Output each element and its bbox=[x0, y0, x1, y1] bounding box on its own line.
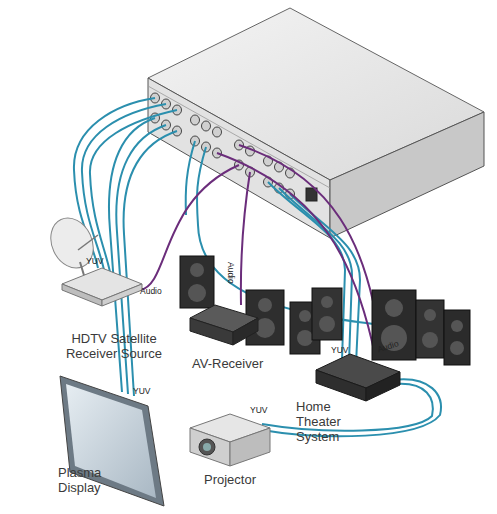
bnc-connectors bbox=[151, 93, 318, 201]
node-text: AV-Receiver bbox=[192, 356, 282, 371]
av-receiver bbox=[180, 256, 284, 345]
device-label: HDTV Satellite Receiver Source bbox=[58, 331, 170, 361]
satellite-receiver bbox=[43, 211, 142, 306]
node-text: HDTV Satellite Receiver Source bbox=[58, 331, 170, 361]
signal-label: YUV bbox=[250, 405, 267, 415]
yuv-cables bbox=[74, 98, 441, 436]
audio-cables bbox=[140, 145, 382, 358]
signal-label: Audio bbox=[226, 262, 236, 284]
signal-label: Audio bbox=[140, 286, 162, 296]
device-label: Projector bbox=[204, 472, 274, 487]
switcher-device bbox=[148, 8, 484, 238]
speaker-set bbox=[290, 288, 470, 365]
signal-label: YUV bbox=[86, 256, 103, 266]
signal-label: YUV bbox=[331, 345, 348, 355]
signal-label: YUV bbox=[133, 386, 150, 396]
node-text: Plasma Display bbox=[58, 465, 114, 495]
device-label: AV-Receiver bbox=[192, 356, 282, 371]
node-text: Home Theater System bbox=[296, 399, 352, 444]
device-label: Plasma Display bbox=[58, 465, 114, 495]
node-text: Projector bbox=[204, 472, 274, 487]
projector bbox=[190, 414, 270, 466]
home-theater-unit bbox=[316, 354, 400, 401]
device-label: Home Theater System bbox=[296, 399, 352, 444]
